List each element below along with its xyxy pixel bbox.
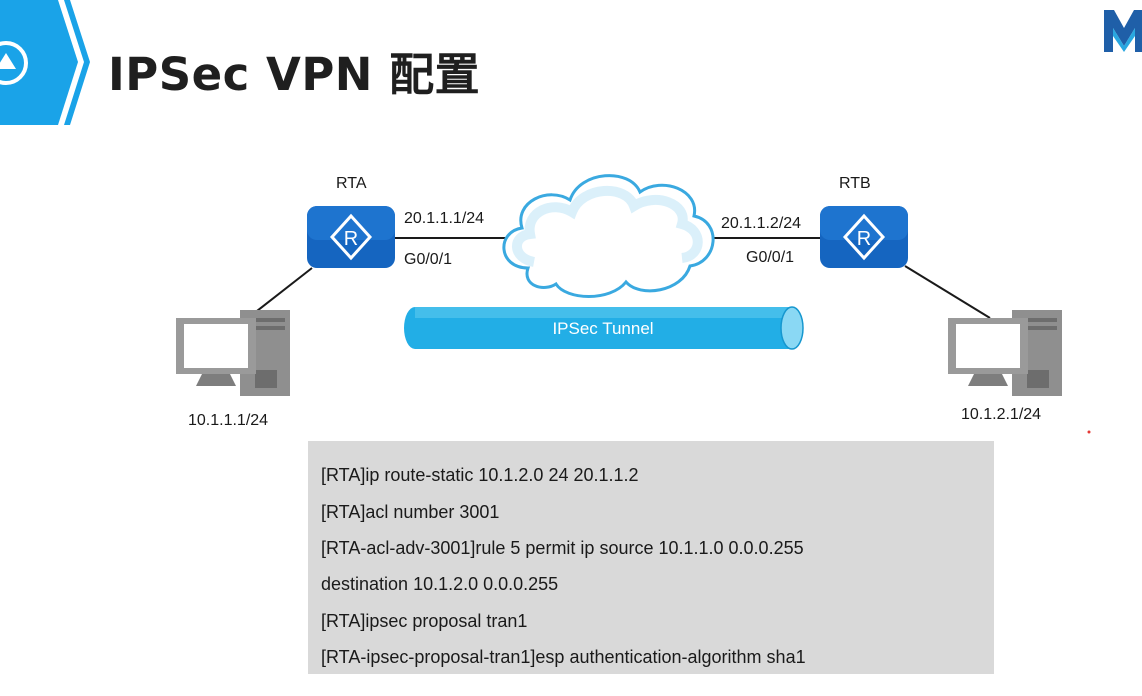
tunnel-label: IPSec Tunnel bbox=[552, 319, 653, 338]
svg-text:R: R bbox=[344, 228, 358, 250]
link-rta-hostA bbox=[247, 267, 313, 319]
svg-text:R: R bbox=[857, 228, 871, 250]
config-line: destination 10.1.2.0 0.0.0.255 bbox=[321, 574, 559, 594]
rtb-interface-label: G0/0/1 bbox=[746, 249, 795, 266]
computer-icon bbox=[948, 310, 1062, 396]
host-a-ip-label: 10.1.1.1/24 bbox=[188, 412, 269, 429]
rta-interface-label: G0/0/1 bbox=[404, 251, 453, 268]
config-line: [RTA-acl-adv-3001]rule 5 permit ip sourc… bbox=[321, 538, 804, 558]
router-icon: R bbox=[329, 213, 373, 261]
router-b[interactable]: R bbox=[820, 206, 908, 268]
internet-cloud-icon bbox=[502, 174, 715, 298]
config-commands-box: [RTA]ip route-static 10.1.2.0 24 20.1.1.… bbox=[308, 441, 994, 674]
link-rtb-hostB bbox=[904, 265, 991, 319]
m-logo-icon bbox=[1104, 10, 1142, 52]
rta-ip-label: 20.1.1.1/24 bbox=[404, 210, 485, 227]
config-line: [RTA]acl number 3001 bbox=[321, 502, 500, 522]
rtb-ip-label: 20.1.1.2/24 bbox=[721, 215, 802, 232]
router-icon: R bbox=[842, 213, 886, 261]
red-dot-marker bbox=[1087, 430, 1091, 434]
host-b-ip-label: 10.1.2.1/24 bbox=[961, 406, 1042, 423]
config-line: [RTA]ip route-static 10.1.2.0 24 20.1.1.… bbox=[321, 465, 639, 485]
network-topology: R R IPSec Tunnel bbox=[176, 174, 1091, 434]
ipsec-tunnel: IPSec Tunnel bbox=[404, 306, 804, 350]
page-title: IPSec VPN 配置 bbox=[108, 48, 481, 101]
computer-icon bbox=[176, 310, 290, 396]
triangle-up-icon bbox=[0, 53, 16, 69]
title-badge bbox=[0, 0, 90, 125]
rta-name-label: RTA bbox=[336, 175, 367, 192]
config-line: [RTA]ipsec proposal tran1 bbox=[321, 611, 528, 631]
router-a[interactable]: R bbox=[307, 206, 395, 268]
rtb-name-label: RTB bbox=[839, 175, 871, 192]
config-line: [RTA-ipsec-proposal-tran1]esp authentica… bbox=[321, 647, 806, 667]
host-a[interactable] bbox=[176, 310, 290, 396]
host-b[interactable] bbox=[948, 310, 1062, 396]
